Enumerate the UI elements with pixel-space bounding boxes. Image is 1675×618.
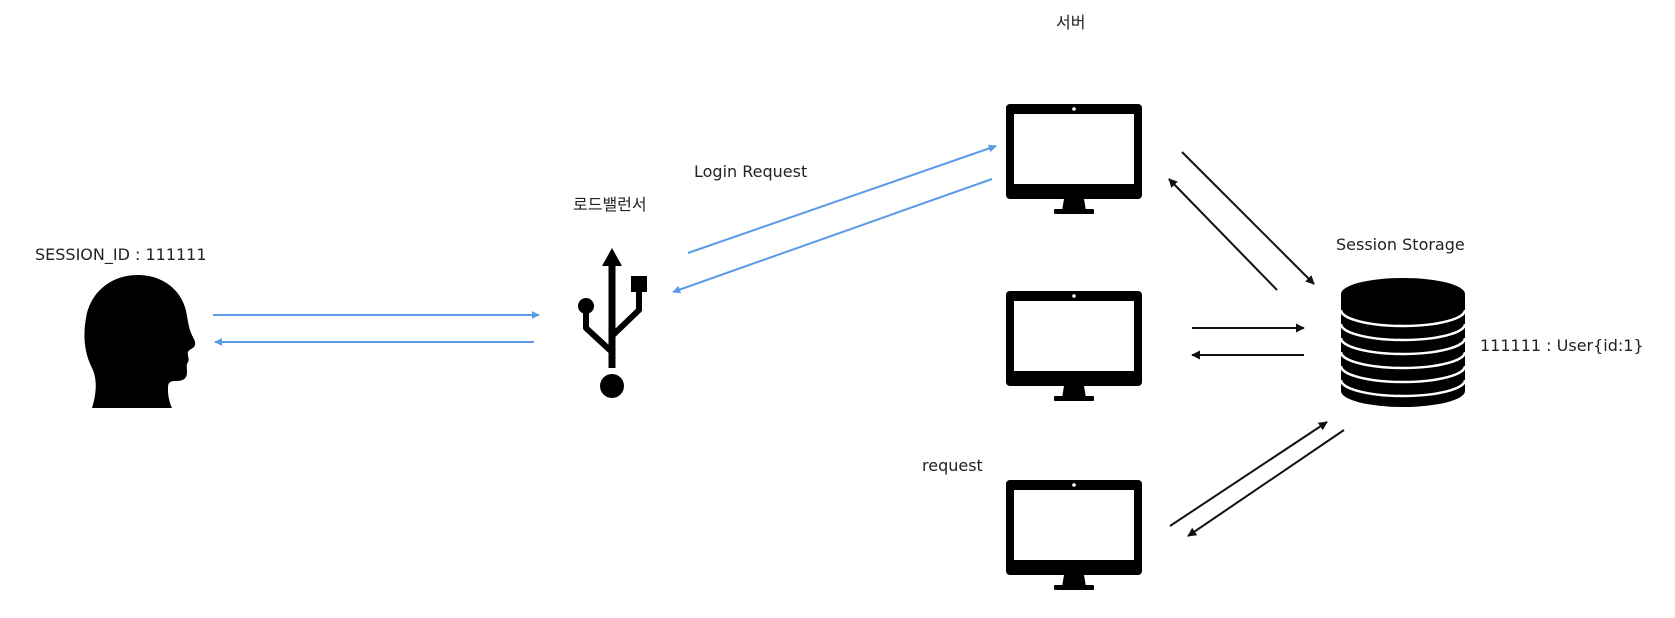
monitor-icon	[1006, 291, 1142, 401]
lb-to-server-arrow	[687, 144, 997, 254]
monitor-icon	[1006, 104, 1142, 214]
login-request-label: Login Request	[694, 162, 807, 181]
usb-icon	[578, 248, 647, 398]
server1-to-storage-arrow	[1181, 151, 1315, 285]
session-id-label: SESSION_ID : 111111	[35, 245, 207, 265]
storage-to-server3-arrow	[1187, 429, 1345, 537]
load-balancer-label: 로드밸런서	[573, 195, 647, 214]
monitor-icon	[1006, 480, 1142, 590]
server-to-lb-arrow	[672, 178, 993, 294]
server-label: 서버	[1056, 13, 1085, 32]
database-icon	[1339, 278, 1467, 407]
head-icon	[84, 274, 196, 408]
server3-to-storage-arrow	[1169, 421, 1328, 527]
storage-entry-label: 111111 : User{id:1}	[1480, 336, 1644, 355]
request-label: request	[922, 456, 983, 475]
storage-to-server1-arrow	[1168, 178, 1278, 291]
session-storage-label: Session Storage	[1336, 235, 1465, 254]
